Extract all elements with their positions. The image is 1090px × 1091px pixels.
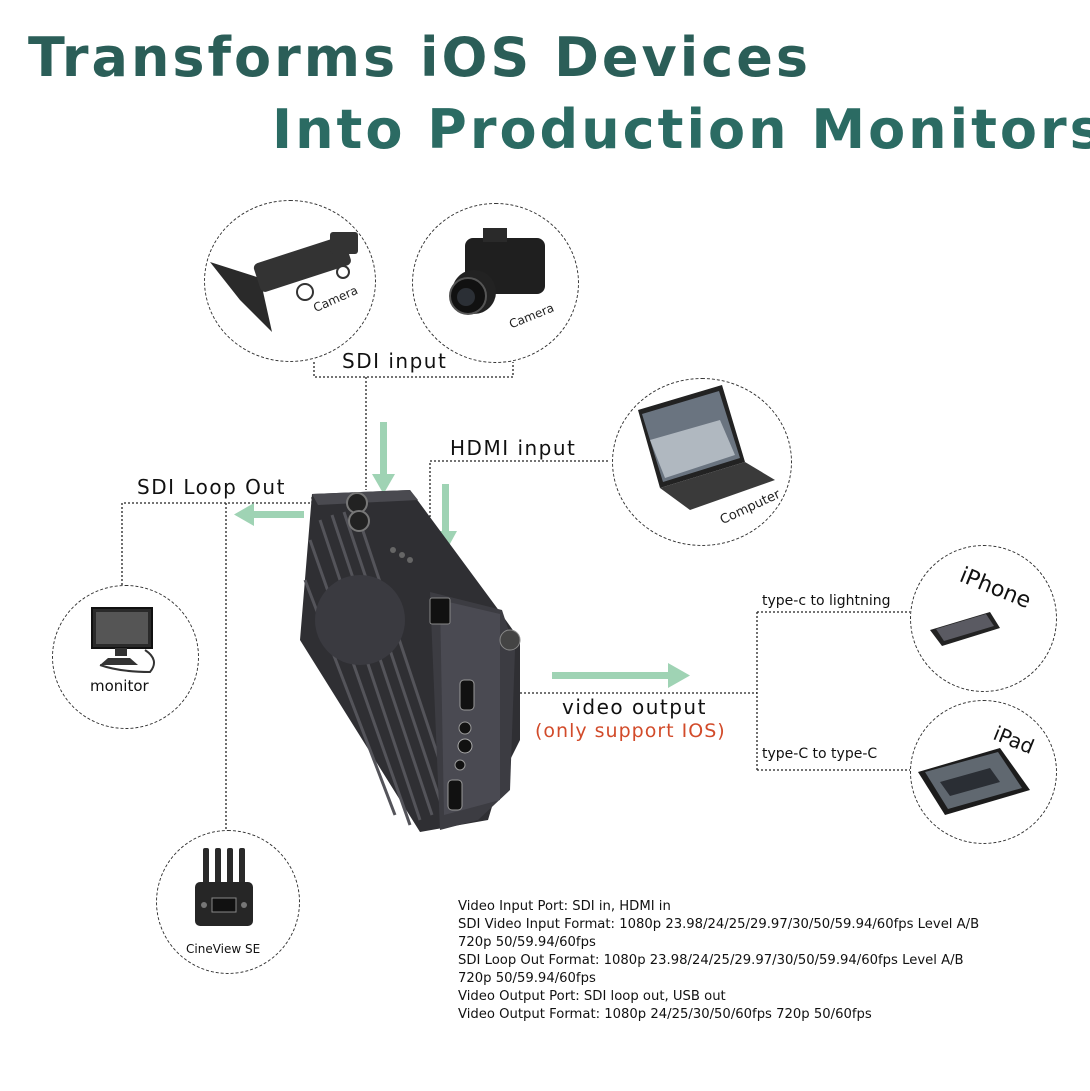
iphone-illustration <box>930 612 1000 646</box>
spec-line: Video Output Format: 1080p 24/25/30/50/6… <box>458 1007 872 1022</box>
sdi-input-bracket <box>313 362 514 378</box>
ipad-illustration <box>918 748 1030 815</box>
title-line-1: Transforms iOS Devices <box>28 26 812 89</box>
video-output-arrow <box>552 663 690 688</box>
cineview-label: CineView SE <box>186 942 261 956</box>
spec-line: 720p 50/59.94/60fps <box>458 935 596 950</box>
spec-line: Video Output Port: SDI loop out, USB out <box>458 989 726 1004</box>
spec-line: SDI Loop Out Format: 1080p 23.98/24/25/2… <box>458 953 964 968</box>
title-line-2: Into Production Monitors <box>272 98 1090 161</box>
spec-line: 720p 50/59.94/60fps <box>458 971 596 986</box>
hdmi-input-line <box>429 460 610 545</box>
only-ios-note: (only support IOS) <box>535 720 726 742</box>
converter-device <box>300 490 521 832</box>
typec-lightning-label: type-c to lightning <box>762 593 891 609</box>
monitor-illustration <box>91 607 155 674</box>
camera2-illustration <box>449 228 545 315</box>
sdi-loop-arrow <box>234 503 304 526</box>
hdmi-input-label: HDMI input <box>450 436 577 460</box>
typec-typec-label: type-C to type-C <box>762 746 878 762</box>
video-output-label: video output <box>562 695 707 719</box>
sdi-loop-line <box>121 497 313 585</box>
cineview-illustration <box>195 848 253 926</box>
specifications: Video Input Port: SDI in, HDMI in SDI Vi… <box>458 898 979 1024</box>
monitor-label: monitor <box>90 677 149 695</box>
connector-lines <box>121 362 910 830</box>
laptop-illustration <box>638 385 775 510</box>
spec-line: Video Input Port: SDI in, HDMI in <box>458 899 671 914</box>
sdi-input-label: SDI input <box>342 349 448 373</box>
sdi-loop-out-label: SDI Loop Out <box>137 475 286 499</box>
sdi-input-arrow <box>372 422 395 494</box>
camera1-illustration <box>210 232 358 332</box>
spec-line: SDI Video Input Format: 1080p 23.98/24/2… <box>458 917 980 932</box>
